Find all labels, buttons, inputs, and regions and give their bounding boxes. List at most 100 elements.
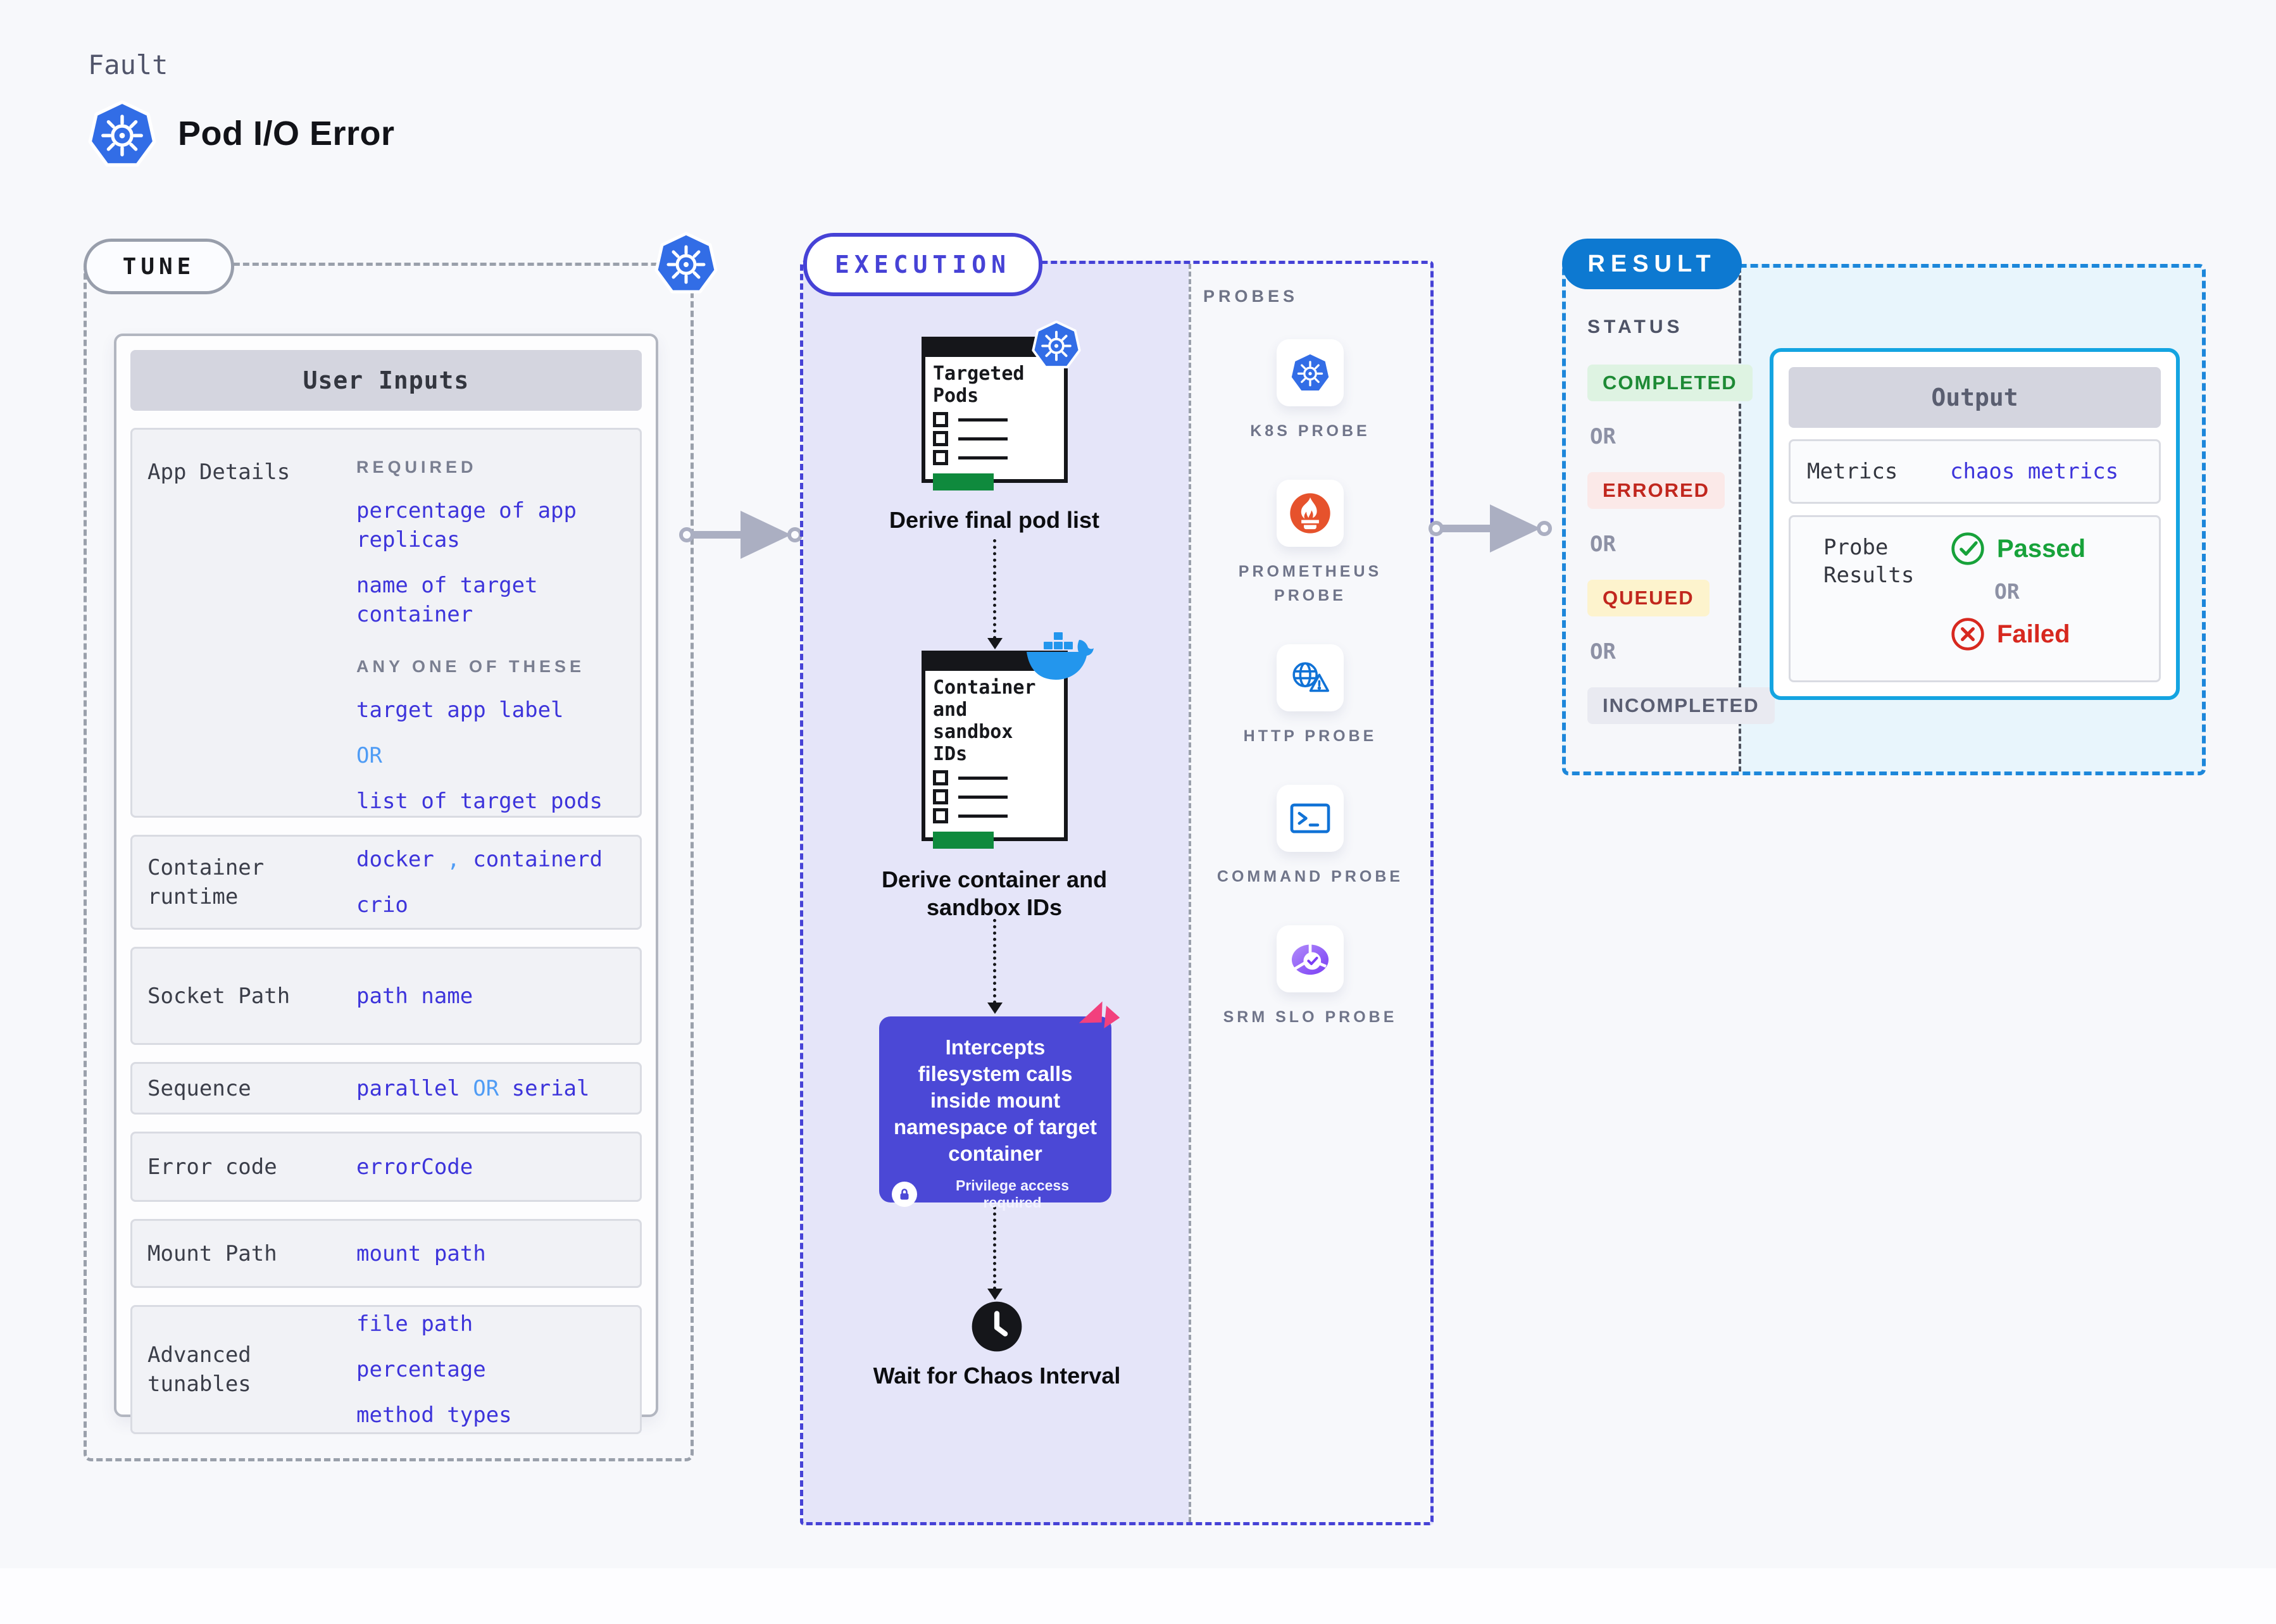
row-label: Container runtime [147, 855, 265, 909]
row-label: App Details [147, 459, 291, 485]
value-text: percentage of app replicas [356, 498, 577, 553]
wait-caption: Wait for Chaos Interval [873, 1363, 1121, 1389]
result-divider-line [1739, 268, 1741, 771]
privilege-badge: Privilege access required [892, 1177, 1099, 1211]
value-text: docker , containerd [356, 847, 603, 872]
passed-text: Passed [1997, 534, 2086, 563]
result-section-pill: RESULT [1562, 239, 1742, 289]
connector-arrowhead-icon [987, 638, 1003, 649]
status-or: OR [1590, 639, 1616, 665]
line-icon [958, 776, 1008, 780]
flow-arrow-execution-to-result [1429, 504, 1552, 553]
page-title: Pod I/O Error [178, 115, 395, 153]
value-section: mount path [356, 1239, 627, 1268]
probe-name: SRM SLO PROBE [1223, 1008, 1397, 1026]
command-probe-icon [1277, 785, 1344, 852]
probe-item: COMMAND PROBE [1194, 785, 1427, 889]
probe-name: PROMETHEUS PROBE [1238, 563, 1382, 604]
value-text: method types [356, 1402, 512, 1428]
passed-line: Passed [1950, 531, 2085, 566]
checkbox-row [925, 446, 1064, 465]
checkbox-icon [933, 412, 948, 427]
row-values: mount path [356, 1239, 640, 1268]
intercept-text: Intercepts filesystem calls inside mount… [894, 1035, 1097, 1165]
probe-results-values: Passed OR Failed [1950, 531, 2085, 652]
green-bar [933, 832, 994, 849]
probe-name: K8S PROBE [1250, 422, 1370, 440]
status-or: OR [1590, 532, 1616, 557]
probe-item: SRM SLO PROBE [1194, 925, 1427, 1029]
checkbox-row [925, 785, 1064, 804]
section-heading: REQUIRED [356, 458, 477, 477]
privilege-badge-text: Privilege access required [955, 1177, 1070, 1211]
row-values: parallel OR serial [356, 1074, 640, 1103]
probe-item: PROMETHEUS PROBE [1194, 480, 1427, 608]
row-label: Sequence [147, 1075, 251, 1101]
status-badge: INCOMPLETED [1587, 687, 1775, 724]
step2-caption: Derive container and sandbox IDs [881, 866, 1108, 920]
execution-section-box: PROBES [800, 261, 1434, 1525]
failed-line: Failed [1950, 616, 2085, 652]
probe-item: K8S PROBE [1194, 339, 1427, 443]
checkbox-row [925, 427, 1064, 446]
checkbox-icon [933, 770, 948, 785]
tune-section-box [84, 263, 694, 1461]
dotted-connector [993, 919, 996, 1004]
kubernetes-corner-icon [654, 232, 718, 295]
failed-text: Failed [1997, 620, 2070, 648]
value-text: OR [356, 743, 382, 768]
step1-caption: Derive final pod list [889, 507, 1100, 533]
line-icon [958, 437, 1008, 440]
probe-name: HTTP PROBE [1243, 727, 1377, 745]
line-icon [958, 418, 1008, 422]
fault-eyebrow: Fault [88, 49, 168, 80]
metrics-value: chaos metrics [1950, 459, 2119, 484]
metrics-row: Metrics chaos metrics [1789, 439, 2161, 504]
value-text: mount path [356, 1240, 486, 1266]
user-inputs-rows: App Details REQUIRED percentage of app rep… [130, 428, 642, 1434]
status-or: OR [1590, 424, 1616, 449]
status-badge: QUEUED [1587, 580, 1710, 616]
probe-name: COMMAND PROBE [1216, 868, 1404, 885]
dotted-connector [993, 1206, 996, 1290]
value-text: name of target container [356, 573, 538, 627]
row-label: Advanced tunables [147, 1342, 251, 1397]
connector-arrowhead-icon [987, 1289, 1003, 1300]
user-input-row: App Details REQUIRED percentage of app rep… [130, 428, 642, 818]
value-section: parallel OR serial [356, 1074, 627, 1103]
row-values: REQUIRED percentage of app replicas name o… [356, 458, 640, 816]
line-icon [958, 795, 1008, 799]
value-text: list of target pods [356, 789, 603, 814]
probes-list: K8S PROBE PROMETHEUS PROBE HTTP PROBE CO… [1194, 339, 1427, 1066]
document-title: Targeted Pods [933, 363, 1025, 407]
probes-label: PROBES [1203, 287, 1299, 306]
connector-arrowhead-icon [987, 1003, 1003, 1014]
value-text: file path [356, 1311, 473, 1337]
row-values: errorCode [356, 1152, 640, 1182]
check-circle-icon [1951, 532, 1984, 565]
intercept-step-box: Intercepts filesystem calls inside mount… [879, 1016, 1111, 1211]
value-text: parallel OR serial [356, 1075, 590, 1101]
probe-item: HTTP PROBE [1194, 644, 1427, 748]
output-card: Output Metrics chaos metrics Probe Resul… [1770, 348, 2180, 700]
value-section: REQUIRED percentage of app replicas name o… [356, 458, 627, 629]
line-icon [958, 456, 1008, 459]
checkbox-row [925, 766, 1064, 785]
execution-section-pill: EXECUTION [803, 233, 1042, 296]
line-icon [958, 814, 1008, 818]
checkbox-icon [933, 431, 948, 446]
kubernetes-badge-icon [1032, 320, 1081, 370]
row-label: Error code [147, 1154, 277, 1180]
value-section: path name [356, 982, 627, 1011]
